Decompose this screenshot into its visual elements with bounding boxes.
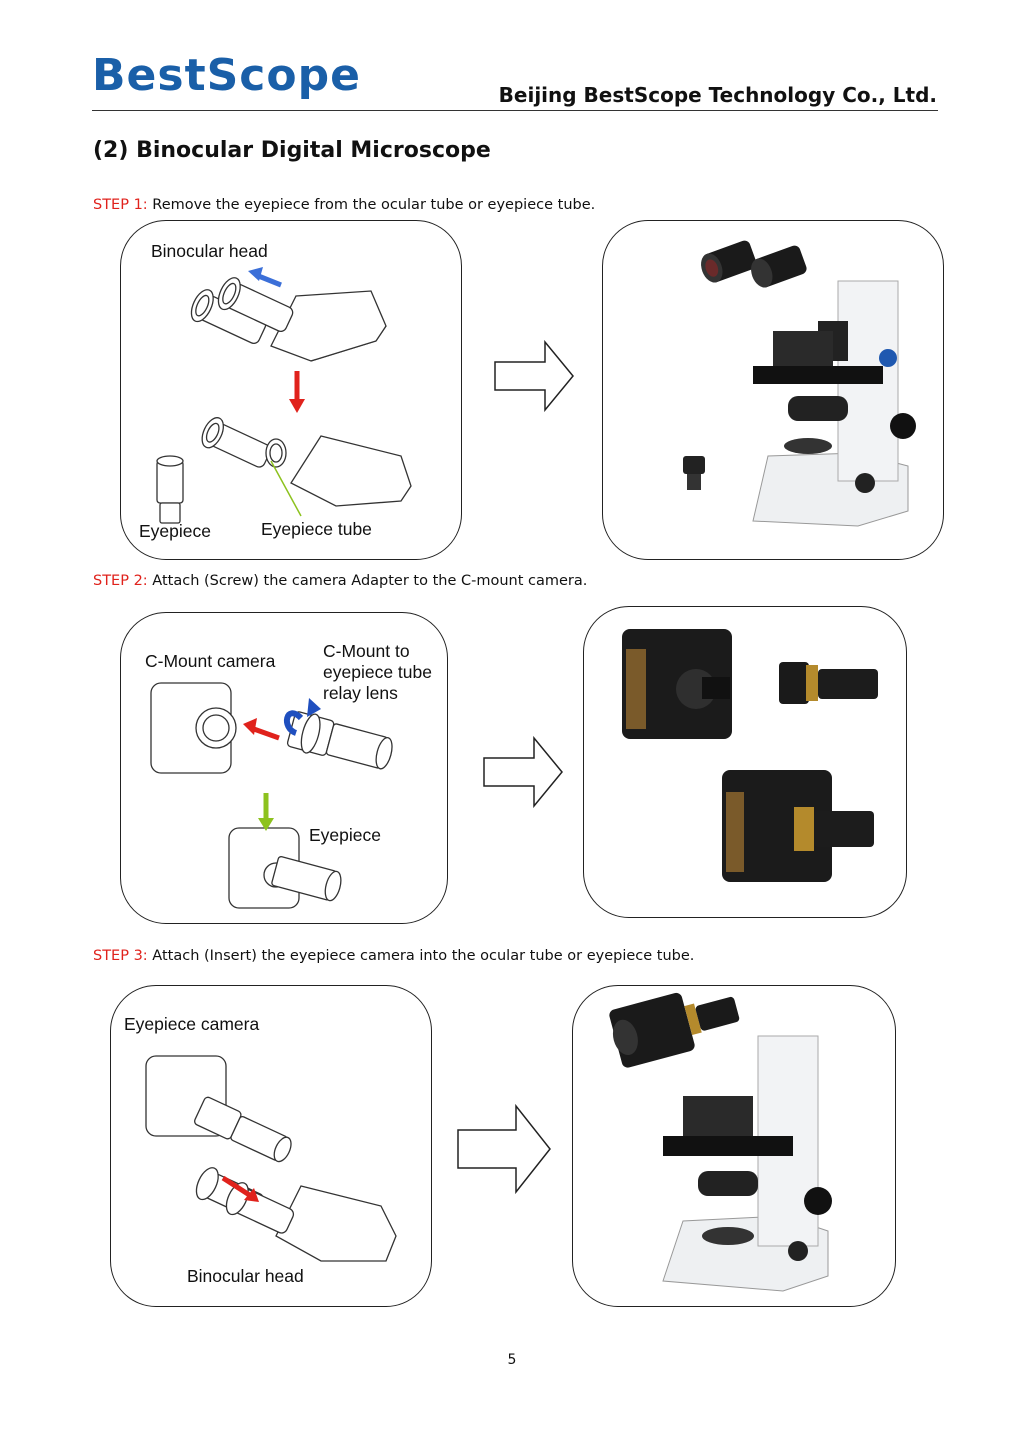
step-2-text: Attach (Screw) the camera Adapter to the… bbox=[147, 573, 588, 589]
step-3-arrow-icon bbox=[457, 1104, 551, 1194]
microscope-with-camera-photo-icon bbox=[609, 992, 832, 1292]
step-2-photo-panel bbox=[583, 606, 907, 918]
step-2-arrow-icon bbox=[483, 736, 563, 808]
label-relay-line-1: C-Mount to bbox=[323, 641, 410, 661]
label-eyepiece-2: Eyepiece bbox=[309, 825, 381, 845]
step-1-instruction: STEP 1: Remove the eyepiece from the ocu… bbox=[93, 197, 595, 213]
label-relay-line-2: eyepiece tube bbox=[323, 662, 432, 682]
label-binocular-head: Binocular head bbox=[151, 241, 268, 261]
binocular-head-eyepiece-illustration bbox=[156, 267, 412, 524]
step-3-photo-panel bbox=[572, 985, 896, 1307]
brand-logo: BestScope bbox=[92, 50, 361, 101]
c-mount-adapter-illustration bbox=[150, 682, 393, 909]
step-1-text: Remove the eyepiece from the ocular tube… bbox=[147, 197, 596, 213]
microscope-photo-icon bbox=[683, 240, 916, 527]
step-1-tag: STEP 1: bbox=[93, 197, 148, 213]
step-3-instruction: STEP 3: Attach (Insert) the eyepiece cam… bbox=[93, 948, 694, 964]
label-eyepiece: Eyepiece bbox=[139, 521, 211, 541]
step-3-tag: STEP 3: bbox=[93, 948, 148, 964]
label-eyepiece-tube: Eyepiece tube bbox=[261, 519, 372, 539]
eyepiece-camera-insert-illustration bbox=[145, 1055, 397, 1262]
step-1-arrow-icon bbox=[494, 340, 574, 412]
label-relay-line-3: relay lens bbox=[323, 683, 398, 703]
page-number: 5 bbox=[507, 1352, 517, 1368]
label-eyepiece-camera: Eyepiece camera bbox=[124, 1014, 260, 1034]
header-divider bbox=[92, 110, 938, 111]
step-1-diagram-panel: Binocular head Eyepiece Eyepiece tube bbox=[120, 220, 462, 560]
step-1-photo-panel bbox=[602, 220, 944, 560]
step-3-diagram-panel: Eyepiece camera Binocular head bbox=[110, 985, 432, 1307]
label-binocular-head-2: Binocular head bbox=[187, 1266, 304, 1286]
c-mount-camera-photo-icon bbox=[622, 629, 878, 882]
step-3-text: Attach (Insert) the eyepiece camera into… bbox=[147, 948, 695, 964]
section-title: (2) Binocular Digital Microscope bbox=[93, 138, 491, 163]
step-2-tag: STEP 2: bbox=[93, 573, 148, 589]
step-2-diagram-panel: C-Mount camera C-Mount to eyepiece tube … bbox=[120, 612, 448, 924]
label-c-mount-camera: C-Mount camera bbox=[145, 651, 276, 671]
company-name: Beijing BestScope Technology Co., Ltd. bbox=[498, 83, 937, 107]
step-2-instruction: STEP 2: Attach (Screw) the camera Adapte… bbox=[93, 573, 587, 589]
